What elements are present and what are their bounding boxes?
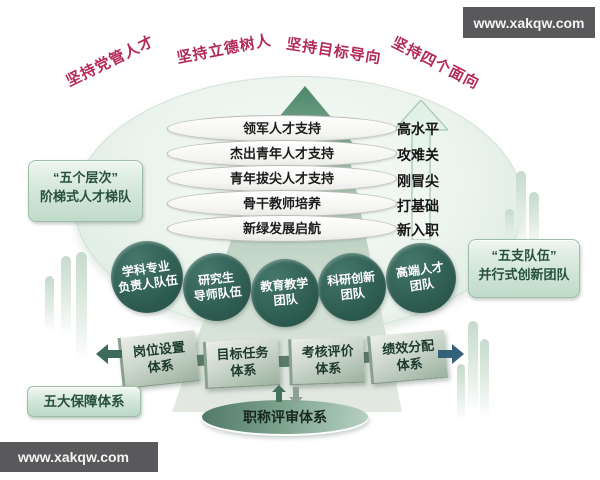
watermark-top: www.xakqw.com — [463, 7, 595, 38]
principle-slogan: 坚持立德树人 — [175, 31, 273, 67]
ladder-band-5: 新绿发展启航 — [167, 215, 397, 242]
five-teams-label-line1: “五支队伍” — [491, 248, 557, 263]
stage-label-4: 打基础 — [397, 198, 439, 214]
ladder-band-3: 青年拔尖人才支持 — [167, 165, 397, 192]
deco-bar-left-1 — [45, 276, 54, 332]
five-teams-label-line2: 并行式创新团队 — [478, 266, 570, 282]
five-teams-label: “五支队伍” 并行式创新团队 — [468, 239, 580, 298]
ladder-band-2: 杰出青年人才支持 — [167, 140, 397, 167]
watermark-bottom: www.xakqw.com — [0, 442, 158, 472]
down-arrow-icon — [289, 387, 303, 404]
principle-slogan: 坚持目标导向 — [285, 35, 383, 68]
deco-bar-bottomright-1 — [457, 364, 465, 420]
deco-bar-bottomright-2 — [468, 321, 478, 411]
team-circle-text: 学科专业 负责人队伍 — [115, 258, 179, 296]
system-box-target-task: 目标任务 体系 — [202, 338, 281, 389]
system-box-assessment: 考核评价 体系 — [288, 336, 365, 386]
system-box-post-setting: 岗位设置 体系 — [117, 330, 200, 389]
deco-bar-right-2 — [516, 171, 526, 251]
stage-label-2: 攻难关 — [397, 147, 439, 163]
ladder-up-arrow-icon — [394, 100, 448, 240]
up-arrow-icon — [272, 385, 286, 402]
system-box-text: 目标任务 体系 — [216, 345, 270, 381]
team-circle-grad-supervisors: 研究生 导师队伍 — [183, 253, 251, 321]
system-text-line1: 考核评价 — [301, 342, 354, 360]
team-circle-text: 教育教学 团队 — [260, 276, 310, 310]
five-guarantees-label: 五大保障体系 — [27, 386, 141, 417]
principle-slogan: 坚持党管人才 — [63, 32, 158, 91]
team-circle-research-innovation: 科研创新 团队 — [318, 253, 386, 321]
system-box-text: 考核评价 体系 — [301, 343, 354, 379]
ladder-band-1: 领军人才支持 — [167, 115, 397, 142]
five-levels-label-line2: 阶梯式人才梯队 — [39, 188, 131, 204]
deco-bar-left-2 — [61, 256, 71, 336]
deco-bar-bottomright-3 — [480, 339, 489, 419]
system-box-performance-pay: 绩效分配 体系 — [367, 329, 448, 385]
deco-bar-left-3 — [76, 252, 87, 360]
team-circle-text: 高端人才 团队 — [395, 260, 447, 296]
deco-bar-right-3 — [529, 192, 539, 252]
stage-label-5: 新入职 — [397, 222, 439, 238]
system-box-text: 绩效分配 体系 — [382, 337, 437, 375]
ladder-band-4: 骨干教师培养 — [167, 190, 397, 217]
title-review-oval: 职称评审体系 — [202, 400, 368, 434]
team-circle-high-end-talent: 高端人才 团队 — [386, 243, 456, 313]
deco-bar-right-1 — [505, 209, 514, 251]
stage-label-1: 高水平 — [397, 121, 439, 137]
team-circle-text: 研究生 导师队伍 — [192, 270, 243, 305]
team-circle-discipline-leaders: 学科专业 负责人队伍 — [111, 241, 183, 313]
five-levels-label: “五个层次” 阶梯式人才梯队 — [28, 160, 143, 222]
principle-slogan: 坚持四个面向 — [388, 34, 483, 93]
system-text-line1: 目标任务 — [216, 344, 269, 363]
system-text-line2: 体系 — [314, 359, 342, 376]
team-circle-teaching: 教育教学 团队 — [251, 259, 319, 327]
team-circle-text: 科研创新 团队 — [327, 270, 378, 305]
system-text-line2: 体系 — [229, 362, 257, 379]
right-arrow-icon — [438, 344, 464, 364]
five-levels-label-line1: “五个层次” — [52, 170, 118, 185]
stage-label-3: 刚冒尖 — [397, 173, 439, 189]
system-box-text: 岗位设置 体系 — [132, 339, 187, 378]
left-arrow-icon — [96, 344, 122, 364]
